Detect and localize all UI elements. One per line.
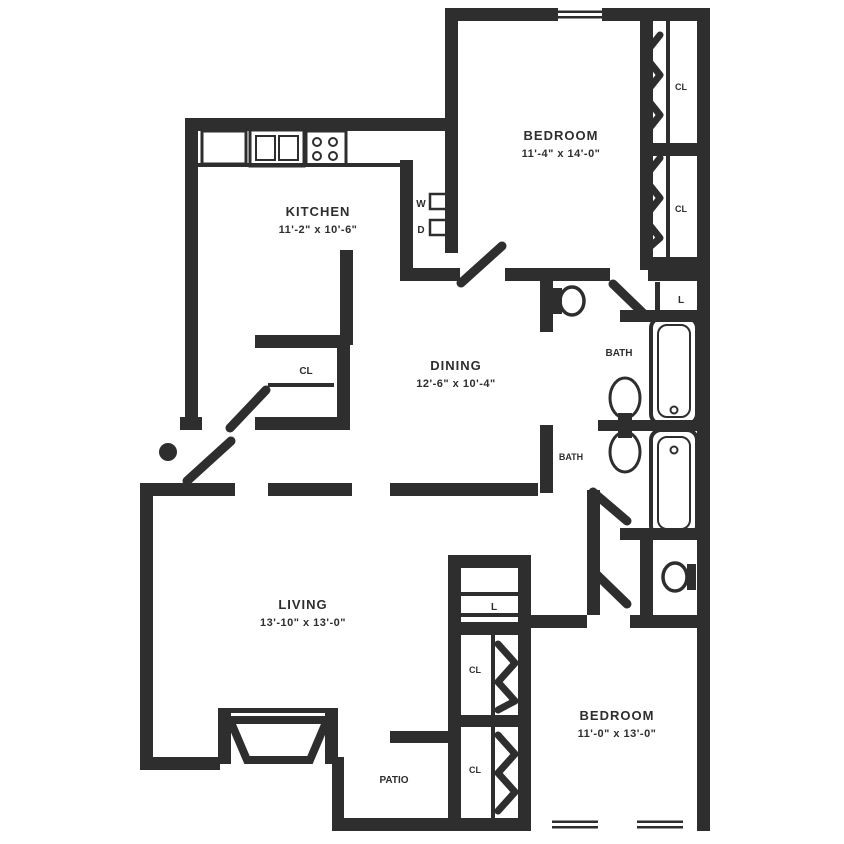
stove-icon [304, 129, 348, 167]
door-swing [587, 565, 632, 609]
bath-fixtures [553, 285, 699, 593]
bedroom-bottom-label: BEDROOM [580, 708, 655, 723]
window-icon [558, 8, 602, 21]
sink-icon [608, 428, 642, 474]
living-dims: 13'-10" x 13'-0" [260, 617, 346, 629]
door-knob-icon [159, 443, 177, 461]
toilet-icon [553, 285, 586, 317]
toilet-icon [661, 561, 696, 593]
kitchen-sink-icon [248, 128, 306, 168]
door-swing [588, 487, 632, 526]
bathtub-icon [649, 428, 699, 538]
closet-label: CL [675, 82, 687, 92]
window-icon [637, 818, 683, 831]
kitchen-fixtures [200, 128, 450, 237]
closet-hanger-icons [494, 31, 664, 815]
kitchen-label: KITCHEN [286, 204, 351, 219]
closet-label: CL [469, 665, 481, 675]
dining-label: DINING [430, 358, 482, 373]
bathtub-icon [649, 316, 699, 426]
bedroom-top-label: BEDROOM [524, 128, 599, 143]
washer-label: W [416, 199, 426, 210]
sink-icon [608, 376, 642, 423]
window-symbols [552, 8, 683, 831]
door-swing [608, 279, 650, 320]
linen-label: L [678, 295, 684, 306]
dining-dims: 12'-6" x 10'-4" [416, 378, 495, 390]
room-labels: BEDROOM 11'-4" x 14'-0" KITCHEN 11'-2" x… [260, 82, 688, 786]
patio-label: PATIO [379, 775, 408, 786]
bath-bottom-label: BATH [559, 452, 583, 462]
fridge-icon [200, 129, 248, 166]
window-icon [552, 818, 598, 831]
closet-label: CL [469, 765, 481, 775]
door-swings [159, 241, 650, 609]
dryer-label: D [417, 225, 424, 236]
closet-label: CL [299, 366, 312, 377]
living-label: LIVING [278, 597, 327, 612]
door-swing [225, 385, 271, 433]
linen-label: L [491, 602, 497, 613]
kitchen-dims: 11'-2" x 10'-6" [279, 224, 358, 236]
washer-dryer-icon [428, 192, 450, 237]
door-swing [182, 436, 236, 486]
closet-label: CL [675, 204, 687, 214]
bedroom-top-dims: 11'-4" x 14'-0" [522, 148, 601, 160]
fireplace-icon [218, 708, 338, 764]
bedroom-bottom-dims: 11'-0" x 13'-0" [578, 728, 657, 740]
door-swing [456, 241, 507, 288]
bath-top-label: BATH [605, 348, 632, 359]
